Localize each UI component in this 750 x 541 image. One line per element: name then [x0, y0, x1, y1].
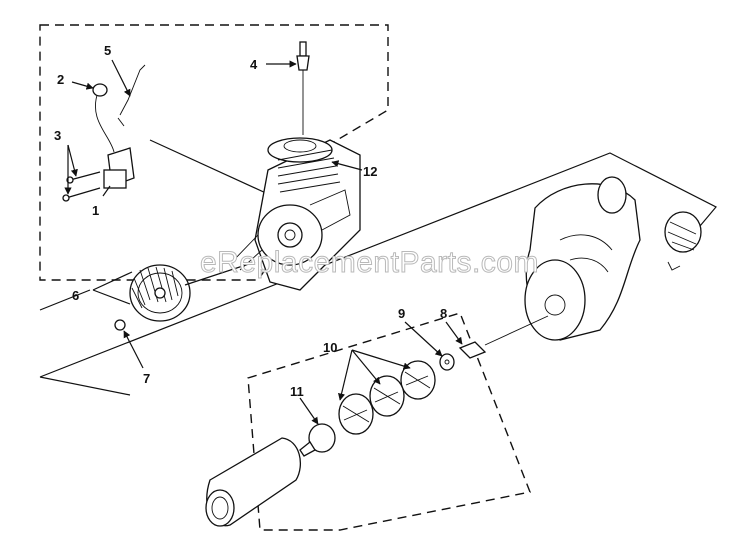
clutch-washer [439, 353, 455, 371]
callout-4: 4 [250, 57, 258, 72]
callout-5: 5 [104, 43, 111, 58]
callout-3: 3 [54, 128, 61, 143]
callout-11: 11 [290, 384, 304, 399]
engine-block [231, 137, 361, 291]
callout-1: 1 [92, 203, 99, 218]
blower-tube [205, 437, 301, 527]
ignition-group-dashed-box [39, 24, 389, 281]
callout-2: 2 [57, 72, 64, 87]
flywheel-nut [114, 319, 126, 331]
callout-10: 10 [323, 340, 337, 355]
clutch-shoes [338, 360, 436, 435]
callout-9: 9 [398, 306, 405, 321]
clutch-shaft [458, 315, 549, 359]
flywheel-guide-line [149, 139, 269, 195]
clutch-drum [299, 423, 336, 457]
callout-7: 7 [143, 371, 150, 386]
blower-housing [524, 176, 702, 341]
watermark-text: eReplacementParts.com [200, 246, 539, 279]
callout-6: 6 [72, 288, 79, 303]
clutch-group-dashed-box [247, 312, 531, 531]
flywheel [129, 261, 256, 322]
callout-12: 12 [363, 164, 377, 179]
mounting-screws [62, 171, 101, 202]
spark-plug [296, 41, 310, 135]
leader-lines [64, 59, 463, 425]
ignition-coil [92, 64, 146, 189]
callout-8: 8 [440, 306, 447, 321]
